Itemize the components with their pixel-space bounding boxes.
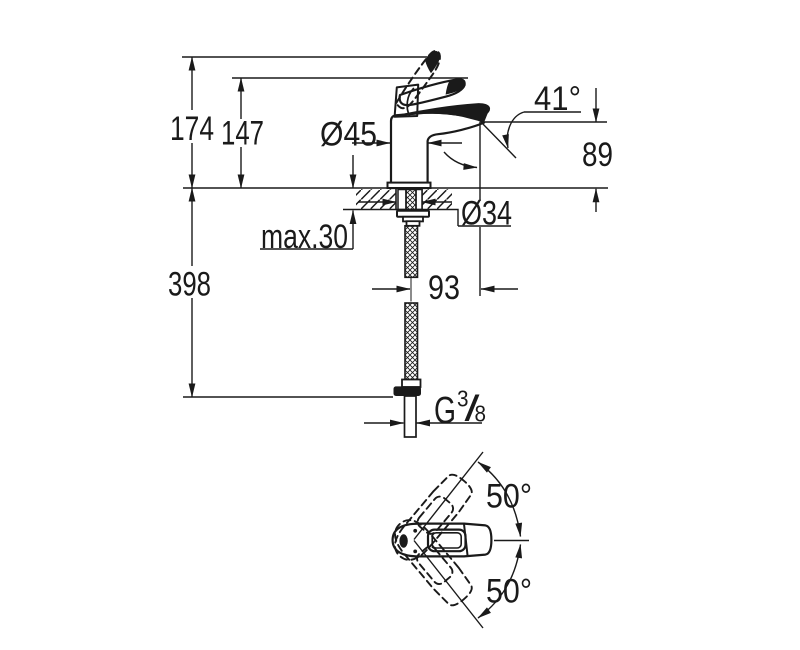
swivel-leg-down	[413, 540, 484, 629]
water-stream-line	[480, 121, 517, 159]
swivel-up-window	[416, 495, 454, 535]
dim-label-swivel-up: 50°	[486, 478, 532, 516]
angle-leader-arc	[502, 111, 525, 149]
dim-label-89: 89	[582, 136, 613, 174]
handle-window-outer	[426, 528, 467, 553]
top-view: 50° 50°	[391, 451, 532, 629]
angle-arc-to-vertical	[443, 151, 478, 170]
connection-pipe	[403, 395, 417, 438]
thread-label-denominator: 8	[475, 401, 487, 427]
lever-tip	[445, 79, 465, 95]
dim-label-max-deck: max.30	[261, 218, 348, 256]
faucet-body-spout	[389, 111, 486, 190]
threaded-shank	[405, 188, 417, 211]
thread-label-slash: /	[465, 388, 480, 429]
dim-label-hole-diameter: Ø34	[461, 195, 512, 233]
dim-label-398: 398	[168, 266, 211, 304]
faucet-base-plate	[386, 181, 432, 190]
hose-connector-nut	[393, 386, 421, 396]
side-view: 174 147 Ø45 41° 89 Ø34 max.30 398	[168, 50, 613, 438]
counter-underside-line	[343, 208, 459, 226]
thread-label-numerator: 3	[457, 386, 469, 412]
shank-sleeve-left	[397, 188, 407, 211]
supply-hose-upper	[404, 225, 419, 279]
supply-hose-lower	[404, 302, 419, 381]
spout-top-blade	[395, 103, 491, 123]
countertop-hatch-right	[422, 189, 452, 210]
handle-dot-bottom	[413, 549, 418, 554]
swivel-leg-up	[413, 451, 484, 540]
thread-label-g: G	[434, 390, 456, 432]
dim-label-174: 174	[170, 110, 214, 148]
shank-sleeve-right	[415, 188, 423, 211]
swivel-down-outline	[394, 519, 473, 607]
hose-end-fitting	[401, 378, 422, 388]
handle-window-inner	[431, 531, 463, 549]
swivel-arc-up	[477, 461, 523, 537]
dim-label-body-diameter: Ø45	[320, 116, 377, 154]
swivel-arc-down	[477, 544, 523, 619]
dim-label-93: 93	[428, 269, 460, 307]
handle-indicator-mark	[399, 534, 408, 548]
countertop-hatch-left	[356, 189, 396, 210]
dim-label-147: 147	[221, 115, 264, 153]
dim-label-swivel-down: 50°	[486, 573, 532, 611]
handle-dot-top	[413, 528, 418, 533]
